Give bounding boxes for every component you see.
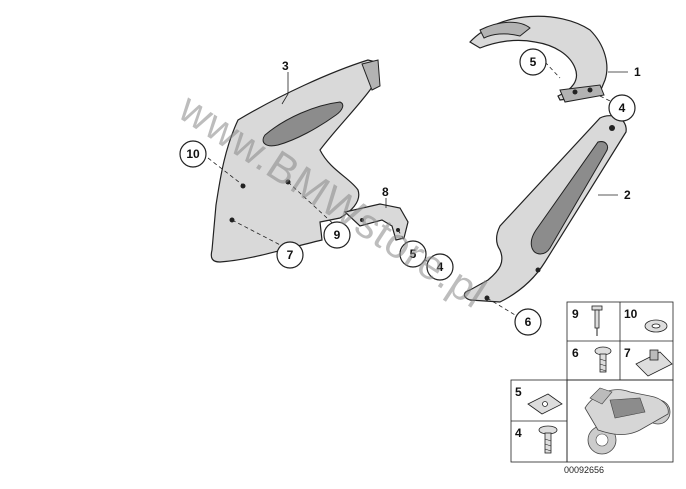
screw-icon: [594, 346, 612, 373]
callout-4-top: 4: [608, 94, 636, 122]
drawing-number: 00092656: [564, 465, 604, 475]
svg-text:9: 9: [334, 228, 341, 242]
part-label-1: 1: [634, 65, 641, 79]
svg-text:10: 10: [186, 147, 200, 161]
part-2-rail: 2: [463, 115, 631, 303]
callout-9: 9: [323, 221, 351, 249]
part-8-bracket: 8: [343, 185, 409, 241]
screw-icon: [538, 425, 558, 454]
part-3-panel: 3: [210, 59, 381, 263]
part-1-cover: 1: [469, 15, 641, 103]
part-label-2: 2: [624, 188, 631, 202]
svg-text:7: 7: [287, 248, 294, 262]
svg-text:4: 4: [619, 101, 626, 115]
table-label-5: 5: [515, 385, 522, 399]
callout-7: 7: [276, 241, 304, 269]
svg-text:5: 5: [410, 247, 417, 261]
part-label-3: 3: [282, 59, 289, 73]
washer-icon: [644, 319, 668, 333]
callout-5-bracket: 5: [399, 240, 427, 268]
hardware-table: 9 10 6 7 5 4: [510, 301, 674, 475]
svg-text:4: 4: [437, 260, 444, 274]
table-label-7: 7: [624, 346, 631, 360]
svg-text:6: 6: [525, 315, 532, 329]
motorcycle-icon: [584, 387, 671, 455]
table-label-10: 10: [624, 307, 638, 321]
clip-nut-icon: [635, 349, 673, 377]
callout-5-top: 5: [519, 48, 547, 76]
table-label-4: 4: [515, 426, 522, 440]
rivet-icon: [591, 305, 603, 336]
table-label-6: 6: [572, 346, 579, 360]
clip-nut-icon: [527, 393, 563, 415]
table-label-9: 9: [572, 307, 579, 321]
callout-10: 10: [179, 140, 207, 168]
callout-4-bracket: 4: [426, 253, 454, 281]
callout-6: 6: [514, 308, 542, 336]
part-label-8: 8: [382, 185, 389, 199]
svg-text:5: 5: [530, 55, 537, 69]
